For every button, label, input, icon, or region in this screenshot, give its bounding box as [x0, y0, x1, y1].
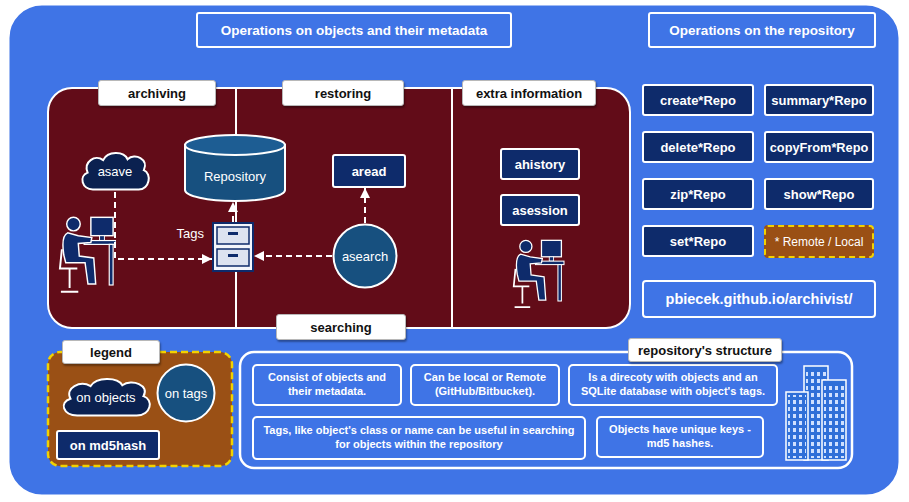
node-text: Objects have unique keys - md5 hashes.	[604, 423, 756, 451]
section-region: archivingasaveRepositoryTags	[48, 88, 236, 328]
legend-text: on objects	[76, 390, 135, 405]
info-box: Tags, like object's class or name can be…	[252, 416, 586, 460]
function-circle: asearch	[332, 223, 398, 289]
structure-panel	[240, 352, 852, 468]
function-box: ahistory	[500, 148, 580, 180]
info-box: Consist of objects and their metadata.	[252, 364, 402, 406]
info-box: Can be local or Remote (GitHub/Bitbucket…	[410, 364, 560, 406]
note-box: * Remote / Local	[764, 225, 874, 258]
node-text: aread	[352, 164, 387, 179]
dashed-arrow	[254, 255, 332, 257]
section-tab: searching	[276, 314, 406, 340]
section-region: extra informationahistoryasession	[452, 88, 630, 328]
node-text: Operations on objects and their metadata	[221, 23, 487, 38]
function-box: set*Repo	[642, 225, 754, 257]
node-text: show*Repo	[784, 187, 855, 202]
legend-item: on md5hash	[56, 430, 160, 460]
info-box: Is a direcoty with objects and an SQLite…	[568, 364, 778, 406]
node-text: delete*Repo	[660, 140, 735, 155]
legend-text: on tags	[165, 386, 208, 401]
operations-panel	[48, 88, 630, 328]
info-box: Objects have unique keys - md5 hashes.	[596, 416, 764, 458]
url-box: pbiecek.github.io/archivist/	[642, 280, 876, 318]
cabinet-shape	[212, 222, 254, 272]
node-text: asession	[512, 203, 568, 218]
node-text: Tags, like object's class or name can be…	[260, 424, 578, 452]
user-icon	[60, 217, 116, 291]
dashed-arrow	[364, 188, 366, 223]
legend-panel	[48, 352, 232, 466]
legend-item: on objects	[58, 376, 154, 418]
function-cloud: asave	[78, 150, 152, 192]
legend-text: on md5hash	[70, 438, 147, 453]
node-text: pbiecek.github.io/archivist/	[666, 291, 853, 307]
section-region: restoringareadasearch	[236, 88, 452, 328]
node-text: copyFrom*Repo	[770, 140, 868, 155]
function-box: aread	[332, 154, 406, 188]
function-box: copyFrom*Repo	[764, 131, 874, 163]
node-text: * Remote / Local	[775, 235, 864, 249]
function-box: create*Repo	[642, 84, 754, 116]
function-box: summary*Repo	[764, 84, 874, 116]
node-text: ahistory	[515, 157, 566, 172]
section-divider	[235, 89, 237, 327]
heading-box: Operations on the repository	[648, 12, 876, 48]
section-tab: restoring	[282, 80, 404, 106]
node-text: asave	[98, 164, 133, 179]
node-text: summary*Repo	[771, 93, 866, 108]
function-box: asession	[500, 194, 580, 226]
node-text: Is a direcoty with objects and an SQLite…	[576, 371, 770, 399]
function-box: show*Repo	[764, 178, 874, 210]
repository-cylinder: Repository	[184, 134, 286, 202]
node-text: Can be local or Remote (GitHub/Bitbucket…	[418, 371, 552, 399]
legend-item: on tags	[156, 363, 216, 423]
legend-tab: legend	[62, 340, 160, 364]
node-text: Operations on the repository	[669, 23, 854, 38]
node-text: create*Repo	[660, 93, 736, 108]
node-text: set*Repo	[670, 234, 726, 249]
node-text: zip*Repo	[670, 187, 726, 202]
node-text: Repository	[204, 169, 266, 184]
dashed-arrow	[232, 202, 234, 222]
building-icon	[786, 366, 846, 460]
section-tab: archiving	[98, 80, 216, 106]
tags-label: Tags	[177, 226, 204, 241]
heading-box: Operations on objects and their metadata	[196, 12, 512, 48]
section-tab: repository's structure	[628, 338, 782, 362]
section-divider	[451, 89, 453, 327]
node-text: asearch	[342, 249, 388, 264]
structure-panel: repository's structureConsist of objects…	[240, 352, 852, 468]
user-icon	[514, 240, 564, 307]
tags-cabinet: Tags	[212, 222, 254, 272]
node-text: Consist of objects and their metadata.	[260, 371, 394, 399]
function-box: zip*Repo	[642, 178, 754, 210]
cylinder-shape	[184, 134, 286, 202]
dashed-arrow	[115, 192, 212, 259]
function-box: delete*Repo	[642, 131, 754, 163]
outer-panel	[8, 4, 900, 496]
section-tab: extra information	[462, 80, 596, 106]
node-text: searching	[310, 320, 371, 335]
